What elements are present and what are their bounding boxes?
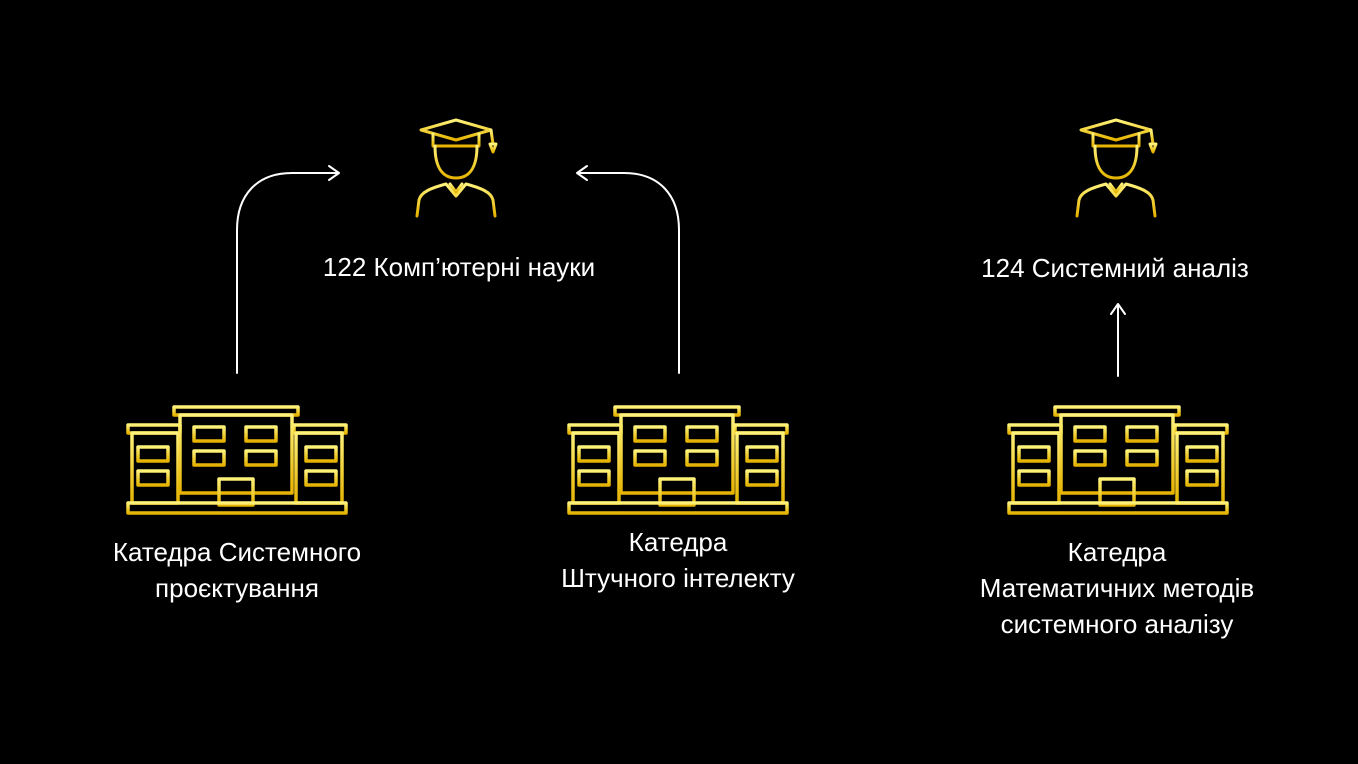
building-icon bbox=[567, 405, 789, 515]
department-label-ai: Катедра Штучного інтелекту bbox=[561, 524, 795, 596]
arrow-ai-to-cs bbox=[577, 172, 680, 374]
arrow-systems-design-to-cs bbox=[236, 172, 339, 374]
specialty-label-cs: 122 Комп’ютерні науки bbox=[323, 249, 595, 285]
arrow-head bbox=[576, 165, 588, 181]
department-label-math-methods: Катедра Математичних методів системного … bbox=[980, 534, 1255, 642]
specialty-text: 124 Системний аналіз bbox=[981, 253, 1249, 283]
department-text-line: Штучного інтелекту bbox=[561, 563, 795, 593]
specialty-label-sa: 124 Системний аналіз bbox=[981, 250, 1249, 286]
department-label-systems-design: Катедра Системного проєктування bbox=[113, 534, 361, 606]
department-text-line: системного аналізу bbox=[1000, 609, 1234, 639]
arrow-head bbox=[1110, 303, 1126, 315]
department-text-line: Катедра Системного bbox=[112, 537, 362, 567]
department-text-line: Математичних методів bbox=[979, 573, 1255, 603]
graduate-icon bbox=[1075, 118, 1158, 218]
specialty-text: 122 Комп’ютерні науки bbox=[322, 252, 596, 282]
department-text-line: Катедра bbox=[1067, 537, 1167, 567]
building-icon bbox=[1007, 405, 1229, 515]
department-text-line: проєктування bbox=[155, 573, 319, 603]
building-icon bbox=[126, 405, 348, 515]
department-text-line: Катедра bbox=[628, 527, 728, 557]
graduate-icon bbox=[415, 118, 498, 218]
arrow-head bbox=[328, 165, 340, 181]
